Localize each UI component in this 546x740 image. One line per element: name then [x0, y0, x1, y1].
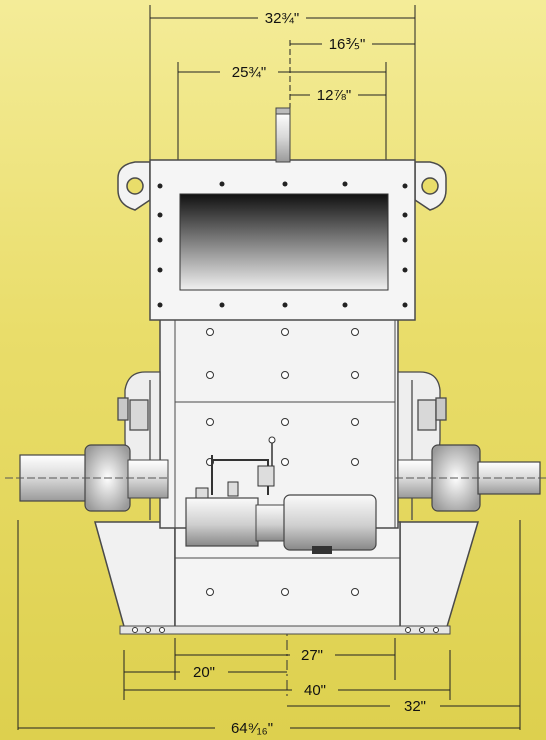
dim-top-right-outer: 16⅗" [329, 36, 366, 53]
top-shaft [275, 107, 291, 163]
dim-overall-width: 64⁹⁄₁₆" [231, 720, 273, 737]
bolts [157, 181, 408, 308]
left-shaft-assembly [5, 444, 170, 512]
dimension-lines-bottom [17, 520, 521, 730]
dim-top-overall: 32¾" [265, 10, 300, 27]
feed-opening [179, 193, 389, 291]
dim-top-left-span: 25¾" [232, 64, 267, 81]
dim-top-right-inner: 12⅞" [317, 87, 352, 104]
dim-base-20: 20" [193, 664, 215, 681]
dim-base-32: 32" [404, 698, 426, 715]
right-shaft-assembly [395, 444, 546, 512]
dim-base-40: 40" [304, 682, 326, 699]
hydraulic-unit [195, 436, 276, 499]
dim-base-27: 27" [301, 647, 323, 664]
base-anchor-bolts [132, 627, 439, 633]
lifting-eye-right [421, 177, 439, 195]
feed-hopper-housing [117, 159, 447, 321]
drive-motor [185, 494, 377, 554]
lifting-eye-left [126, 177, 144, 195]
base-frame [94, 521, 480, 635]
